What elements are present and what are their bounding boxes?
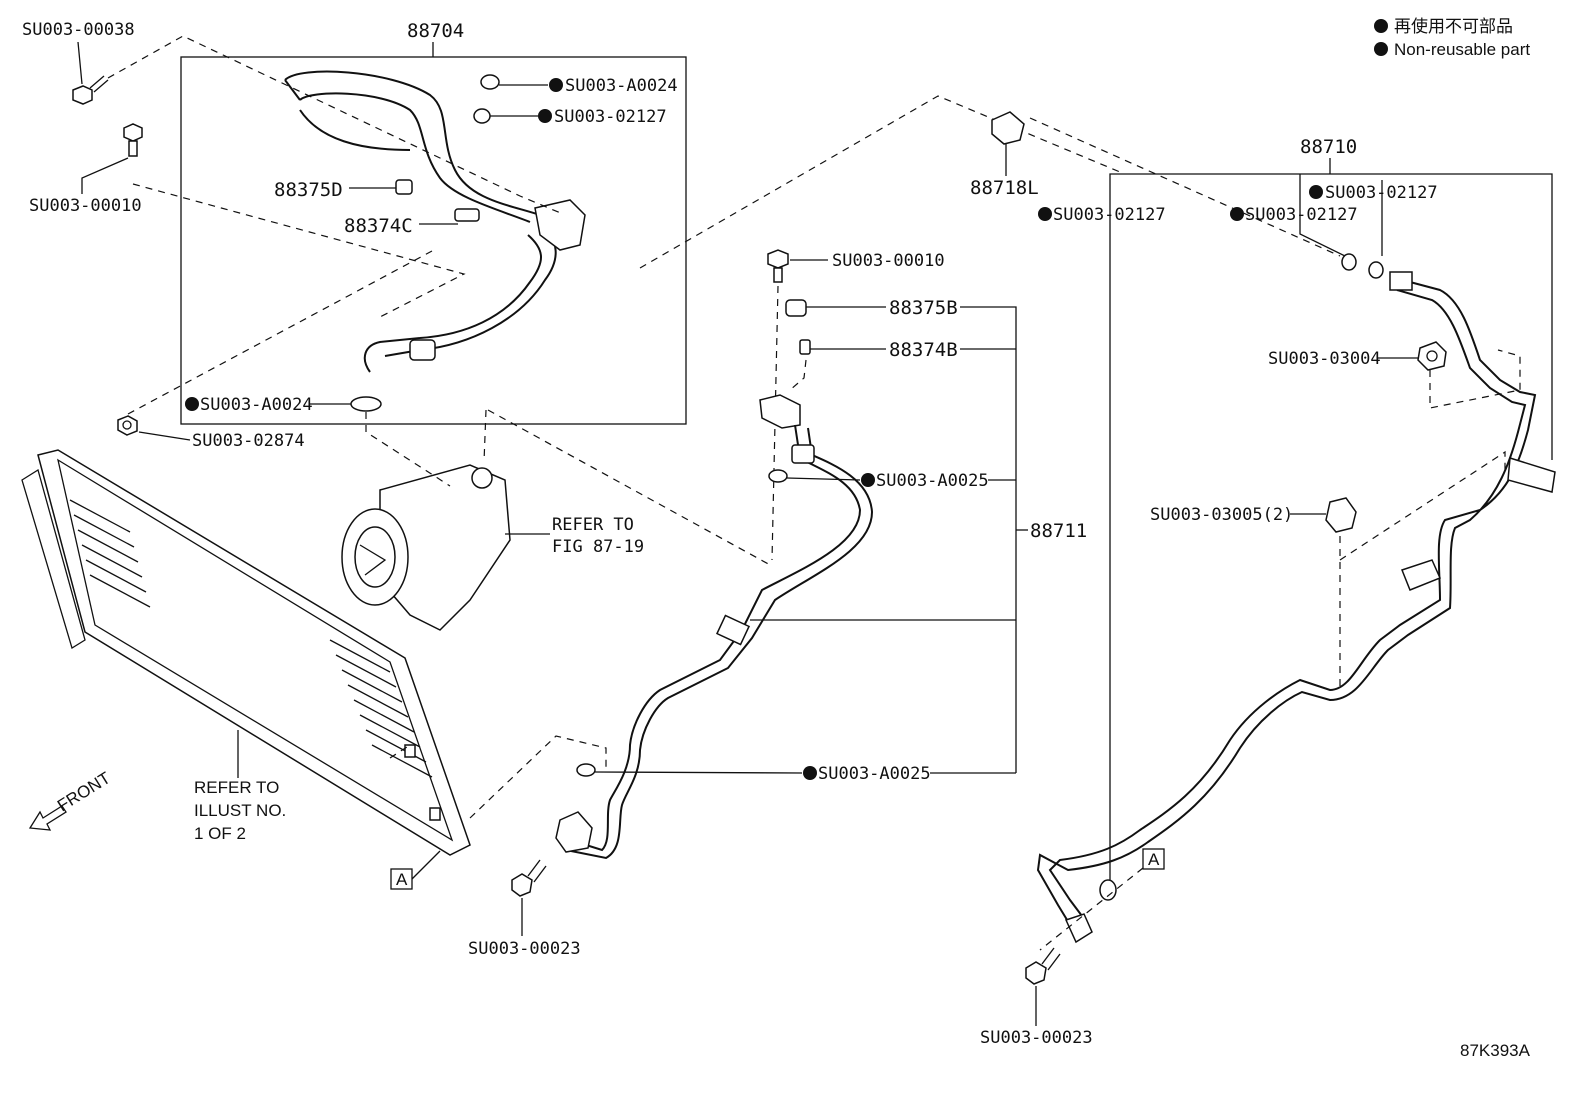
label-su003-00023-right[interactable]: SU003-00023 [980, 1028, 1093, 1048]
hose-88704 [284, 70, 541, 223]
legend-line-jp: 再使用不可部品 [1394, 16, 1513, 36]
clip-icon [991, 111, 1025, 145]
label-front: FRONT [54, 768, 114, 815]
fitting-icon [759, 394, 801, 429]
group-box-88710 [1109, 173, 1553, 880]
label-su003-02127-c[interactable]: SU003-02127 [1325, 183, 1438, 203]
label-88374c[interactable]: 88374C [344, 215, 413, 237]
bolt-icon [72, 75, 109, 105]
label-88375b[interactable]: 88375B [889, 297, 958, 319]
label-su003-00038[interactable]: SU003-00038 [22, 20, 135, 40]
label-box-a-left: A [396, 870, 408, 889]
nut-icon [117, 415, 138, 436]
seal-icon [1368, 261, 1384, 279]
label-refer-illust-1: REFER TO [194, 778, 279, 797]
seal-icon [350, 396, 382, 412]
label-su003-00023-left[interactable]: SU003-00023 [468, 939, 581, 959]
seal-icon [576, 763, 596, 777]
label-box-a-right: A [1148, 850, 1160, 869]
diagram-code: 87K393A [1460, 1041, 1531, 1060]
label-88375d[interactable]: 88375D [274, 179, 343, 201]
label-refer-illust-2: ILLUST NO. [194, 801, 286, 820]
label-su003-a0025-upper[interactable]: SU003-A0025 [876, 471, 989, 491]
clamp-icon [1325, 497, 1357, 533]
label-88711[interactable]: 88711 [1030, 520, 1087, 542]
ref-box-a-right [1142, 848, 1165, 870]
pipe-88710 [1036, 277, 1537, 929]
label-su003-a0024-top[interactable]: SU003-A0024 [565, 76, 678, 96]
pipe-88711 [565, 424, 874, 860]
label-su003-03004[interactable]: SU003-03004 [1268, 349, 1381, 369]
label-su003-02874[interactable]: SU003-02874 [192, 431, 305, 451]
front-arrow-icon [28, 805, 67, 831]
label-su003-00010-left[interactable]: SU003-00010 [29, 196, 142, 216]
label-refer-illust-3: 1 OF 2 [194, 824, 246, 843]
bolt-icon [123, 123, 143, 157]
bolt-icon [767, 249, 789, 283]
label-su003-a0024-bottom[interactable]: SU003-A0024 [200, 395, 313, 415]
label-su003-00010-mid[interactable]: SU003-00010 [832, 251, 945, 271]
grommet-icon [1417, 341, 1447, 371]
label-su003-03005[interactable]: SU003-03005(2) [1150, 505, 1293, 525]
valve-cap-icon [395, 179, 413, 195]
seal-icon [480, 74, 500, 90]
legend-line-en: Non-reusable part [1394, 40, 1530, 59]
label-refer-fig-2: FIG 87-19 [552, 537, 644, 557]
valve-core-icon [454, 208, 480, 222]
seal-icon [1341, 253, 1357, 271]
label-88374b[interactable]: 88374B [889, 339, 958, 361]
valve-core-icon [799, 339, 811, 355]
valve-cap-icon [785, 299, 807, 317]
bolt-icon [511, 859, 547, 897]
legend-bullet-icon [1374, 42, 1388, 56]
label-88704[interactable]: 88704 [407, 20, 464, 42]
label-su003-02127-top[interactable]: SU003-02127 [554, 107, 667, 127]
seal-icon [1099, 879, 1117, 901]
label-su003-a0025-lower[interactable]: SU003-A0025 [818, 764, 931, 784]
label-88718l[interactable]: 88718L [970, 177, 1039, 199]
condenser-fins [69, 499, 433, 778]
label-su003-02127-b[interactable]: SU003-02127 [1245, 205, 1358, 225]
condenser-icon [21, 449, 471, 856]
legend-bullet-icon [1374, 19, 1388, 33]
label-refer-fig-1: REFER TO [552, 515, 634, 535]
compressor-icon [341, 464, 511, 631]
seal-icon [768, 469, 788, 483]
bolt-icon [1025, 947, 1061, 985]
label-su003-02127-a[interactable]: SU003-02127 [1053, 205, 1166, 225]
seal-icon [473, 108, 491, 124]
label-88710[interactable]: 88710 [1300, 136, 1357, 158]
